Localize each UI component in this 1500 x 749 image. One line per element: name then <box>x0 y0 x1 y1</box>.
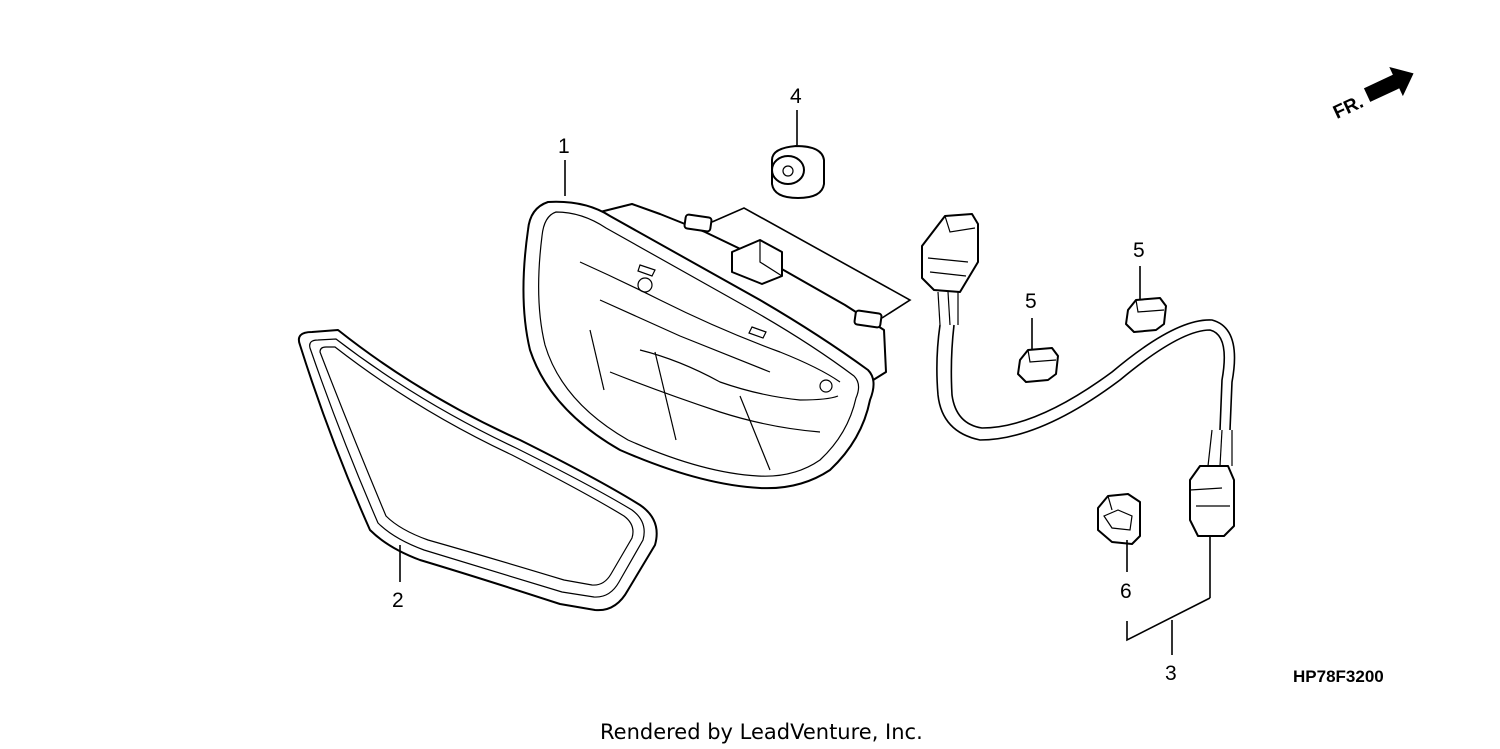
leader-bracket-3 <box>1126 597 1211 642</box>
leader-bracket-4 <box>711 207 912 319</box>
headlight-assembly-part[interactable] <box>522 200 887 490</box>
diagram-code: HP78F3200 <box>1293 667 1384 686</box>
callout-3: 3 <box>1165 662 1177 685</box>
callout-5-right: 5 <box>1133 239 1145 262</box>
clip-part-right[interactable] <box>1125 297 1167 333</box>
callout-1: 1 <box>558 135 570 158</box>
wire-harness-part[interactable] <box>921 213 1236 537</box>
front-direction-indicator: FR. <box>1330 67 1414 124</box>
callout-6: 6 <box>1120 580 1132 603</box>
callout-2: 2 <box>392 589 404 612</box>
grommet-part[interactable] <box>771 145 825 199</box>
gasket-part[interactable] <box>297 329 658 612</box>
arrow-right-icon <box>1363 67 1414 102</box>
front-direction-label: FR. <box>1330 92 1367 124</box>
callout-4: 4 <box>790 85 802 108</box>
connector-clip-part[interactable] <box>1097 493 1141 545</box>
clip-part-left[interactable] <box>1017 347 1059 383</box>
render-credit: Rendered by LeadVenture, Inc. <box>600 720 923 744</box>
callout-5-left: 5 <box>1025 290 1037 313</box>
